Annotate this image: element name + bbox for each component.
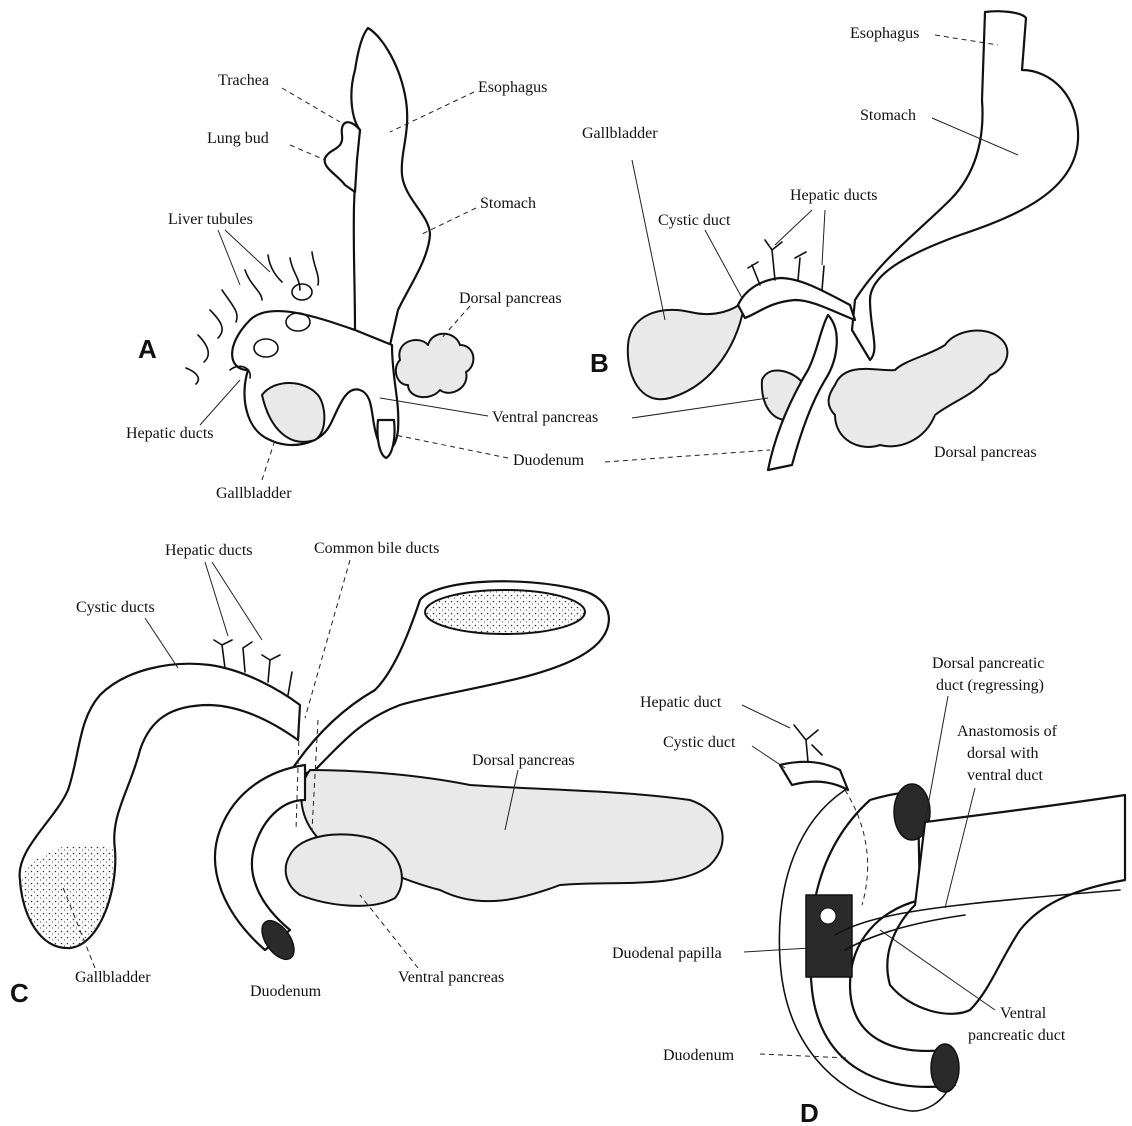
panel-d-papilla-window [806,895,852,977]
shared-leader-ventral-b [632,398,768,418]
panel-d-hepatic-branches [794,725,822,762]
panel-d-label-duodenal-papilla: Duodenal papilla [612,945,722,962]
panel-d-label-dorsal-duct-1: Dorsal pancreatic [932,655,1044,672]
shared-leader-duodenum-a [395,435,508,458]
panel-d-hepatic-cystic [780,762,848,790]
panel-d-label-anastomosis-2: dorsal with [967,745,1039,762]
panel-a-leader-trachea [282,88,340,122]
panel-c-letter: C [10,978,29,1008]
panel-b-leader-gallbladder [632,160,665,320]
panel-a-esophagus-stomach [351,28,430,345]
panel-a-leader-hepatic [200,380,240,425]
panel-c-drawing [20,581,723,965]
panel-a-leader-liver [218,230,270,285]
panel-c-loop-opening [425,590,585,634]
panel-b-cystic-duct [738,278,855,320]
panel-a-dorsal-pancreas [396,334,474,397]
panel-c-label-gallbladder: Gallbladder [75,969,151,986]
panel-d-duodenum-bottom-lumen [931,1044,959,1092]
panel-b-gallbladder [628,300,745,399]
panel-b-label-gallbladder: Gallbladder [582,125,658,142]
panel-d-label-duodenum: Duodenum [663,1047,735,1064]
panel-a-label-esophagus: Esophagus [478,79,547,96]
panel-a-trachea-lungbud [325,122,360,192]
panel-d-papilla-opening [820,908,836,924]
panel-c-label-dorsal-pancreas: Dorsal pancreas [472,752,575,769]
panel-d-leader-cystic [752,746,785,768]
panel-d-label-dorsal-duct-2: duct (regressing) [936,677,1044,694]
panel-a-leader-dorsal-pancreas [440,306,470,340]
panel-b-leader-cystic [705,230,742,298]
panel-a-label-stomach: Stomach [480,195,536,212]
panel-d-label-anastomosis-1: Anastomosis of [957,723,1058,740]
panel-a-label-dorsal-pancreas: Dorsal pancreas [459,290,562,307]
panel-a-label-gallbladder: Gallbladder [216,485,292,502]
panel-b-label-stomach: Stomach [860,107,916,124]
panel-c-label-hepatic-ducts: Hepatic ducts [165,542,253,559]
panel-c-label-cystic-ducts: Cystic ducts [76,599,155,616]
panel-b-label-hepatic-ducts: Hepatic ducts [790,187,878,204]
panel-b-esophagus-stomach [852,11,1078,360]
panel-d-label-ventral-duct-1: Ventral [1000,1005,1047,1022]
panel-b-leader-hepatic [775,210,825,265]
panel-b-label-cystic-duct: Cystic duct [658,212,731,229]
panel-d-label-cystic-duct: Cystic duct [663,734,736,751]
panel-d-drawing [779,725,1125,1111]
panel-c-label-common-bile-ducts: Common bile ducts [314,540,439,557]
panel-d-letter: D [800,1098,819,1126]
panel-a-duodenum-tip [377,420,394,458]
panel-b-dorsal-pancreas [829,331,1008,447]
panel-d-leader-hepatic [742,705,790,728]
panel-d-leader-dorsal-duct [925,696,948,822]
panel-d-label-hepatic-duct: Hepatic duct [640,694,722,711]
panel-d-label-anastomosis-3: ventral duct [967,767,1044,784]
panel-c-leader-cystic [145,618,178,668]
panel-d-leader-papilla [744,948,810,952]
shared-label-duodenum: Duodenum [513,452,585,469]
panel-b-letter: B [590,348,609,378]
panel-c-leader-common-bile [305,560,350,718]
shared-leader-duodenum-b [605,450,770,462]
panel-a-leader-gallbladder [262,440,275,480]
shared-label-ventral-pancreas: Ventral pancreas [492,409,598,426]
panel-c-label-ventral-pancreas: Ventral pancreas [398,969,504,986]
panel-a-label-hepatic-ducts: Hepatic ducts [126,425,214,442]
panel-a-leader-lung-bud [290,145,325,160]
panel-b-drawing [628,11,1078,470]
panel-a-label-liver-tubules: Liver tubules [168,211,253,228]
panel-a-label-trachea: Trachea [218,72,269,89]
panel-c-ventral-pancreas [286,834,402,906]
panel-c-leader-hepatic [205,562,262,640]
panel-d-leader-duodenum [760,1054,848,1058]
panel-a-drawing [186,28,473,458]
panel-d-label-ventral-duct-2: pancreatic duct [968,1027,1066,1044]
panel-a-letter: A [138,334,157,364]
panel-b-label-dorsal-pancreas: Dorsal pancreas [934,444,1037,461]
panel-c-label-duodenum: Duodenum [250,983,322,1000]
panel-a-label-lung-bud: Lung bud [207,130,269,147]
panel-b-label-esophagus: Esophagus [850,25,919,42]
